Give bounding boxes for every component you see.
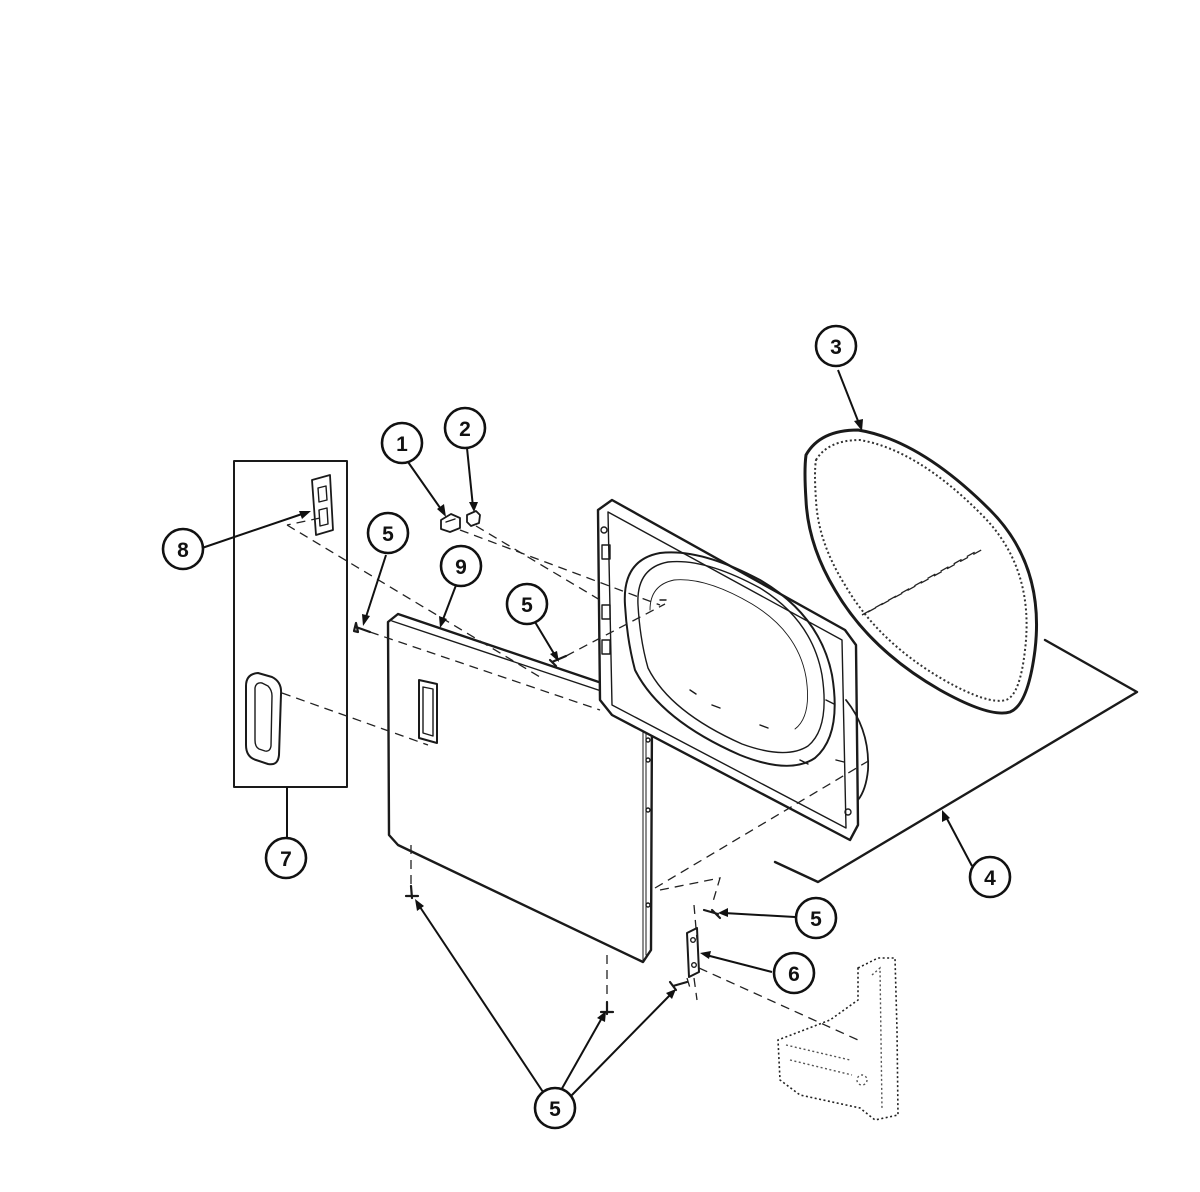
callout-label-4: 4 bbox=[984, 867, 996, 890]
callout-label-5: 5 bbox=[521, 594, 533, 617]
callout-5-bottom: 5 bbox=[533, 1086, 577, 1130]
callout-7: 7 bbox=[264, 836, 308, 880]
door-hinge-part bbox=[686, 927, 700, 978]
callout-label-5: 5 bbox=[810, 908, 822, 931]
callout-label-1: 1 bbox=[396, 433, 408, 456]
assembly-dashed-lines bbox=[281, 517, 986, 1041]
cabinet-front-outline bbox=[773, 638, 1139, 884]
callout-label-2: 2 bbox=[459, 418, 471, 441]
callout-8: 8 bbox=[161, 527, 205, 571]
screw-parts bbox=[352, 621, 722, 1016]
callout-4: 4 bbox=[968, 855, 1012, 899]
hinge-bracket-part bbox=[440, 513, 461, 533]
callout-label-5: 5 bbox=[382, 523, 394, 546]
callout-5-middle: 5 bbox=[505, 582, 549, 626]
callout-label-8: 8 bbox=[177, 539, 189, 562]
cabinet-corner-fragment bbox=[777, 957, 899, 1121]
hinge-clip-part bbox=[466, 510, 481, 527]
leader-lines bbox=[201, 369, 973, 1098]
callout-2: 2 bbox=[443, 406, 487, 450]
handle-kit-box bbox=[233, 460, 348, 788]
callout-label-7: 7 bbox=[280, 848, 292, 871]
callout-label-9: 9 bbox=[455, 556, 467, 579]
callout-6: 6 bbox=[772, 951, 816, 995]
callout-5-top-left: 5 bbox=[366, 511, 410, 555]
callout-9: 9 bbox=[439, 544, 483, 588]
callout-label-3: 3 bbox=[830, 336, 842, 359]
callout-3: 3 bbox=[814, 324, 858, 368]
callout-label-5: 5 bbox=[549, 1098, 561, 1121]
door-seal-part bbox=[803, 428, 1039, 715]
latch-strike-part bbox=[311, 474, 334, 536]
callout-label-6: 6 bbox=[788, 963, 800, 986]
callout-5-right: 5 bbox=[794, 896, 838, 940]
callout-1: 1 bbox=[380, 421, 424, 465]
inner-door-liner-part bbox=[596, 498, 870, 842]
door-handle-part bbox=[245, 672, 283, 766]
